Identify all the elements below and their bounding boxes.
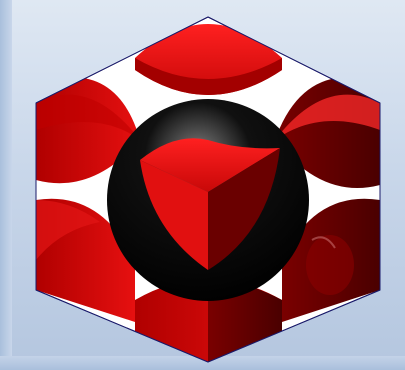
unit-cell-figure <box>0 0 405 370</box>
image-stage <box>0 0 405 370</box>
